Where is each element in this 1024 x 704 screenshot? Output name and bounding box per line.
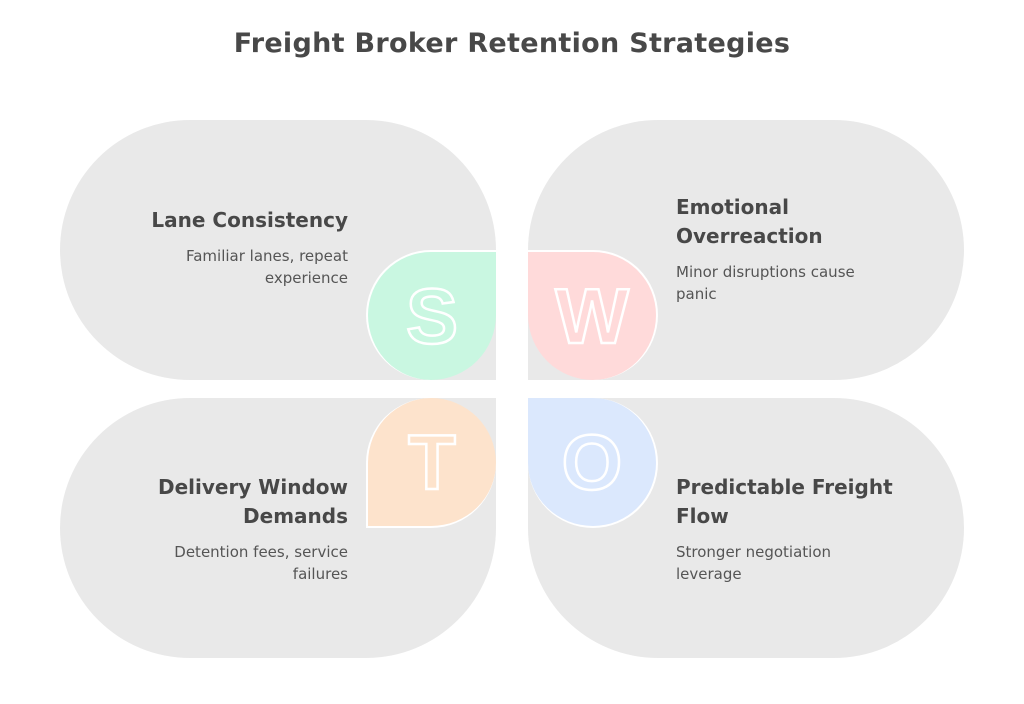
weaknesses-text: Emotional Overreaction Minor disruptions… xyxy=(676,193,896,305)
strengths-description: Familiar lanes, repeat experience xyxy=(185,247,348,287)
strengths-heading: Lane Consistency xyxy=(151,208,348,232)
strengths-text: Lane Consistency Familiar lanes, repeat … xyxy=(118,206,348,289)
threats-description: Detention fees, service failures xyxy=(174,543,348,583)
opportunities-card: Predictable Freight Flow Stronger negoti… xyxy=(528,398,964,658)
weaknesses-description: Minor disruptions cause panic xyxy=(676,263,855,303)
weaknesses-petal: W xyxy=(528,250,658,380)
opportunities-letter-icon: O xyxy=(560,418,623,506)
weaknesses-letter-icon: W xyxy=(554,272,630,360)
opportunities-description: Stronger negotiation leverage xyxy=(676,543,832,583)
weaknesses-heading: Emotional Overreaction xyxy=(676,195,823,248)
threats-letter-icon: T xyxy=(407,418,457,506)
opportunities-heading: Predictable Freight Flow xyxy=(676,475,893,528)
threats-heading: Delivery Window Demands xyxy=(157,475,348,528)
opportunities-text: Predictable Freight Flow Stronger negoti… xyxy=(676,473,896,585)
threats-text: Delivery Window Demands Detention fees, … xyxy=(118,473,348,585)
opportunities-petal: O xyxy=(528,398,658,528)
strengths-letter-icon: S xyxy=(405,272,460,360)
threats-petal: T xyxy=(366,398,496,528)
diagram-title: Freight Broker Retention Strategies xyxy=(233,28,791,59)
strengths-petal: S xyxy=(366,250,496,380)
